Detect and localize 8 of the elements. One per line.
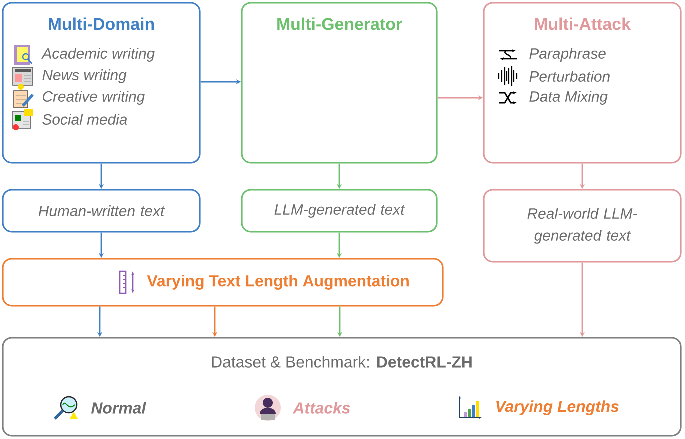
category-box: Multi-Attack Paraphrase Perturbation Data Mixing bbox=[483, 2, 682, 164]
benchmark-box: Dataset & Benchmark: DetectRL-ZH Normal Attacks Varying Lengths bbox=[2, 337, 682, 437]
text-type-box: LLM-generated text bbox=[241, 189, 438, 233]
text-type-box: Real-world LLM-generated text bbox=[483, 189, 682, 263]
augmentation-box: Varying Text Length Augmentation bbox=[2, 258, 444, 307]
category-box: Multi-Generator bbox=[241, 2, 438, 164]
text-type-box: Human-written text bbox=[2, 189, 201, 233]
category-box: Multi-Domain Academic writing News writing Creative writing Social media bbox=[2, 2, 201, 164]
